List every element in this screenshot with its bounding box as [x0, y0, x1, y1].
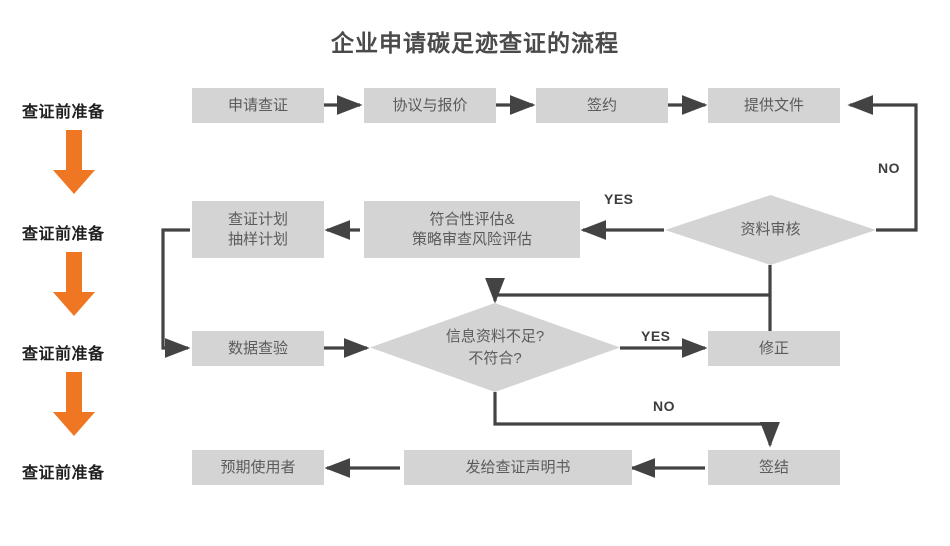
edge-review-to-insufficient: [485, 265, 772, 304]
stage-label-4: 查证前准备: [22, 465, 105, 482]
node-intended-user[interactable]: 预期使用者: [192, 450, 324, 485]
stage-arrow-1-icon: [53, 130, 95, 194]
stage-arrow-2-icon: [53, 252, 95, 316]
node-issue-statement[interactable]: 发给查证声明书: [404, 450, 632, 485]
edge-label-review-no: NO: [878, 160, 900, 176]
page-title: 企业申请碳足迹查证的流程: [331, 30, 619, 56]
node-apply[interactable]: 申请查证: [192, 88, 324, 123]
edge-insufficient-no: [493, 392, 780, 448]
node-verification-plan[interactable]: 查证计划 抽样计划: [192, 201, 324, 258]
node-provide-docs[interactable]: 提供文件: [708, 88, 840, 123]
stage-label-3: 查证前准备: [22, 346, 105, 363]
stage-label-1: 查证前准备: [22, 104, 105, 121]
edge-plan-to-datacheck: [161, 228, 191, 358]
stage-label-2: 查证前准备: [22, 226, 105, 243]
edge-label-insufficient-no: NO: [653, 398, 675, 414]
node-data-check[interactable]: 数据查验: [192, 331, 324, 366]
node-correction[interactable]: 修正: [708, 331, 840, 366]
node-agreement[interactable]: 协议与报价: [364, 88, 496, 123]
node-conformity-assessment[interactable]: 符合性评估& 策略审查风险评估: [364, 201, 580, 258]
stage-arrow-3-icon: [53, 372, 95, 436]
edge-label-review-yes: YES: [604, 191, 634, 207]
node-contract[interactable]: 签约: [536, 88, 668, 123]
edge-review-no-loop: [847, 95, 918, 232]
node-conclude[interactable]: 签结: [708, 450, 840, 485]
edge-label-insufficient-yes: YES: [641, 328, 671, 344]
